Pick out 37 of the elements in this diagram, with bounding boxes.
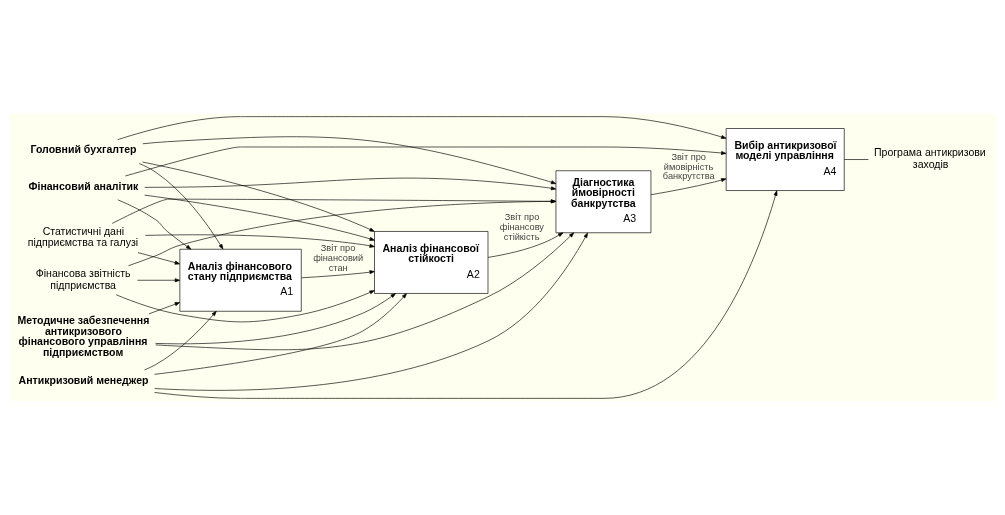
arrow [144,194,375,241]
arrow [137,252,180,265]
arrow [128,199,557,267]
arrow [115,290,375,323]
edge-label: Звіт про фінансову стійкість [499,212,544,243]
arrow [125,146,727,177]
arrow [487,232,564,258]
arrow [148,302,180,315]
arrow [117,116,727,140]
arrow [144,177,557,191]
node-box: Аналіз фінансової стійкості A2 [374,231,489,294]
node-text: Антикризовий менеджер [18,373,149,386]
connector [843,159,869,160]
arrow [142,136,557,185]
node-text: Фінансова звітність підприємства [35,266,131,291]
node-text: Фінансовий аналітик [28,179,139,192]
arrow [117,199,192,250]
arrow [145,234,375,248]
node-box: Діагностика ймовірності банкрутства A3 [555,170,652,234]
node-text: Головний бухгалтер [30,143,137,156]
node-box: Вибір антикризової моделі управління A4 [725,128,845,191]
node-text: Статистичні дані підприємства та галузі [27,224,139,249]
node-text: Програма антикризови заходів [873,146,986,170]
arrow [138,163,224,250]
arrow [111,198,557,224]
arrow [137,278,181,283]
arrow [650,178,727,196]
arrow [301,270,375,279]
arrow [154,190,778,399]
arrow [142,161,375,232]
arrow [144,310,217,371]
edge-label: Звіт про фінансовий стан [313,242,364,273]
edge-label: Звіт про ймовірність банкрутства [662,151,715,182]
node-text: Методичне забезпечення антикризового фінансового управління підприємством [17,314,150,358]
arrow [155,293,396,345]
node-box: Аналіз фінансового стану підприємства A1 [179,248,302,312]
arrow [154,293,407,375]
